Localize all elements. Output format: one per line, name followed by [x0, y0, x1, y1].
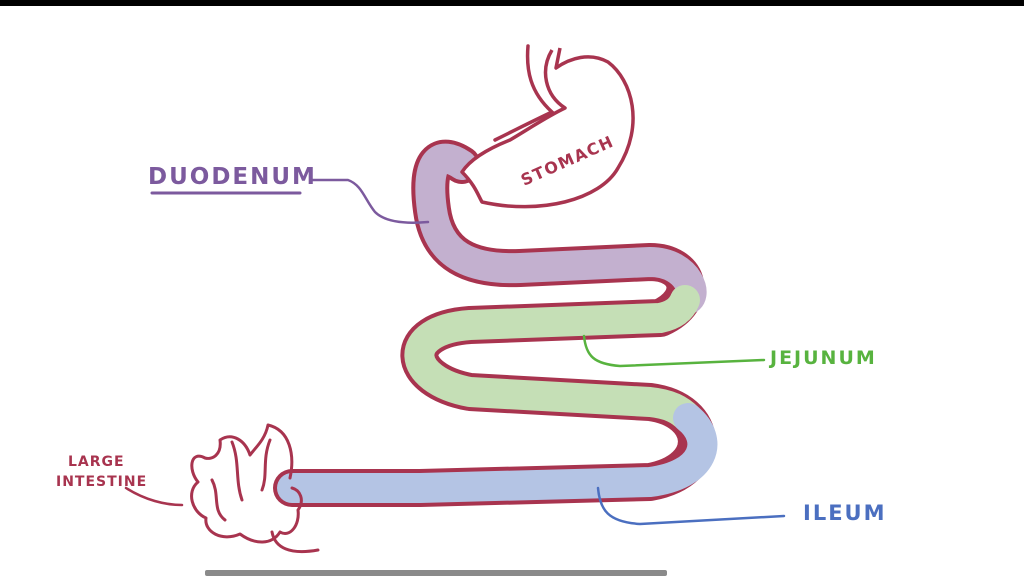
- large-intestine-label-line2: INTESTINE: [56, 474, 147, 490]
- stomach-organ: [460, 44, 635, 209]
- ileum-label: ILEUM: [803, 501, 887, 525]
- video-top-bar: [0, 0, 1024, 6]
- duodenum-leader-line: [310, 178, 430, 224]
- large-intestine-label-line1: LARGE: [68, 454, 125, 470]
- ileum-segment: [277, 403, 718, 503]
- duodenum-label: DUODENUM: [148, 164, 317, 190]
- large-intestine-leader-line: [124, 486, 184, 507]
- ileum-leader-line: [596, 486, 786, 526]
- jejunum-segment: [404, 285, 703, 433]
- duodenum-segment: [415, 143, 707, 315]
- jejunum-leader-line: [582, 334, 766, 368]
- video-scrub-track[interactable]: [205, 570, 667, 576]
- large-intestine-organ: [190, 423, 320, 554]
- jejunum-label: JEJUNUM: [768, 347, 877, 369]
